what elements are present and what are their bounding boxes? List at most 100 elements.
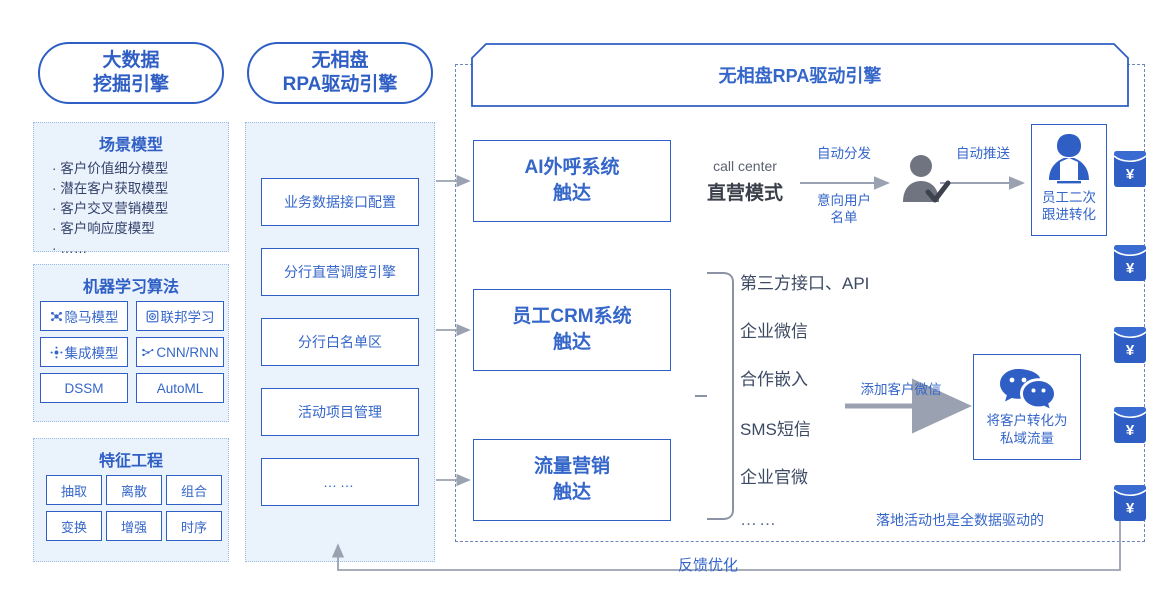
touchpoint-line1: 流量营销 bbox=[533, 456, 610, 477]
chip-label: AutoML bbox=[156, 380, 204, 396]
channel-label: 第三方接口、API bbox=[740, 274, 870, 293]
chip-cnn-rnn[interactable]: CNN/RNN bbox=[136, 337, 224, 367]
rpa-module-data-interface[interactable]: 业务数据接口配置 bbox=[261, 178, 419, 226]
federated-icon bbox=[146, 310, 159, 323]
rpa-banner-title: 无相盘RPA驱动引擎 bbox=[718, 66, 882, 86]
verified-user-icon bbox=[898, 150, 952, 206]
intent-list-line2: 名单 bbox=[830, 210, 858, 225]
rpa-module-branch-scheduler[interactable]: 分行直营调度引擎 bbox=[261, 248, 419, 296]
touchpoint-line2: 触达 bbox=[552, 482, 591, 503]
touchpoint-line2: 触达 bbox=[552, 332, 591, 353]
chip-fe-extract[interactable]: 抽取 bbox=[46, 475, 102, 505]
panel-scene-model-title: 场景模型 bbox=[98, 137, 163, 154]
chip-fe-transform[interactable]: 变换 bbox=[46, 511, 102, 541]
intent-list-line1: 意向用户 bbox=[817, 193, 871, 208]
rpa-module-label: 分行直营调度引擎 bbox=[284, 264, 396, 280]
pill-rpa-line1: 无相盘 bbox=[311, 50, 369, 71]
auto-push-text: 自动推送 bbox=[956, 146, 1010, 161]
list-item: · …… bbox=[52, 241, 88, 256]
svg-text:¥: ¥ bbox=[1126, 422, 1135, 439]
rpa-module-whitelist[interactable]: 分行白名单区 bbox=[261, 318, 419, 366]
wechat-icon bbox=[998, 367, 1056, 410]
feedback-text: 反馈优化 bbox=[677, 557, 738, 574]
svg-text:¥: ¥ bbox=[1126, 260, 1135, 277]
employee-card-line1: 员工二次 bbox=[1042, 190, 1096, 205]
rpa-banner: 无相盘RPA驱动引擎 bbox=[471, 43, 1129, 107]
touchpoint-employee-crm[interactable]: 员工CRM系统 触达 bbox=[473, 289, 671, 371]
chip-hmm[interactable]: 隐马模型 bbox=[40, 301, 128, 331]
channel-item-wecom: 企业微信 bbox=[740, 317, 808, 342]
chip-label: 集成模型 bbox=[64, 346, 119, 361]
chip-label: 抽取 bbox=[60, 483, 87, 499]
svg-text:¥: ¥ bbox=[1126, 500, 1135, 517]
chip-ensemble-model[interactable]: 集成模型 bbox=[40, 337, 128, 367]
chip-fe-discrete[interactable]: 离散 bbox=[106, 475, 162, 505]
add-wechat-text: 添加客户微信 bbox=[860, 382, 942, 397]
red-envelope-3: ¥ bbox=[1113, 326, 1147, 364]
channel-label: 合作嵌入 bbox=[740, 370, 808, 389]
channel-item-official-wechat: 企业官微 bbox=[740, 463, 808, 488]
rpa-module-more[interactable]: …… bbox=[261, 458, 419, 506]
list-item: · 潜在客户获取模型 bbox=[52, 181, 169, 196]
chip-label: 离散 bbox=[120, 483, 147, 499]
list-item: · 客户交叉营销模型 bbox=[52, 201, 169, 216]
employee-icon bbox=[1044, 131, 1094, 188]
channel-label: 企业官微 bbox=[740, 468, 808, 487]
chip-fe-combine[interactable]: 组合 bbox=[166, 475, 222, 505]
chip-label: 增强 bbox=[120, 519, 147, 535]
chip-label: DSSM bbox=[64, 380, 104, 396]
channel-label: SMS短信 bbox=[740, 420, 811, 439]
rpa-module-label: …… bbox=[323, 474, 357, 490]
wechat-card-line2: 私域流量 bbox=[1000, 430, 1054, 446]
chip-label: 变换 bbox=[60, 519, 87, 535]
chip-fe-timeseries[interactable]: 时序 bbox=[166, 511, 222, 541]
list-item: · 客户价值细分模型 bbox=[52, 161, 169, 176]
ensemble-icon bbox=[50, 346, 63, 359]
footer-note: 落地活动也是全数据驱动的 bbox=[876, 510, 1044, 530]
pill-rpa-engine[interactable]: 无相盘 RPA驱动引擎 bbox=[247, 42, 433, 104]
footer-note-text: 落地活动也是全数据驱动的 bbox=[876, 512, 1044, 528]
wechat-card-line1: 将客户转化为 bbox=[986, 412, 1068, 428]
chip-automl[interactable]: AutoML bbox=[136, 373, 224, 403]
neuralnet-icon bbox=[141, 346, 154, 359]
touchpoint-line1: 员工CRM系统 bbox=[512, 306, 632, 327]
label-feedback-optimization: 反馈优化 bbox=[648, 557, 768, 574]
card-employee-followup[interactable]: 员工二次 跟进转化 bbox=[1031, 124, 1107, 236]
chip-label: 组合 bbox=[180, 483, 207, 499]
card-private-traffic[interactable]: 将客户转化为 私域流量 bbox=[973, 354, 1081, 460]
touchpoint-ai-outbound[interactable]: AI外呼系统 触达 bbox=[473, 140, 671, 222]
pill-rpa-line2: RPA驱动引擎 bbox=[282, 74, 398, 95]
red-envelope-2: ¥ bbox=[1113, 244, 1147, 282]
svg-text:¥: ¥ bbox=[1126, 166, 1135, 183]
rpa-module-campaign-management[interactable]: 活动项目管理 bbox=[261, 388, 419, 436]
svg-text:¥: ¥ bbox=[1126, 342, 1135, 359]
call-center-en-text: call center bbox=[713, 158, 777, 174]
touchpoint-line2: 触达 bbox=[552, 183, 591, 204]
call-center-cn-text: 直营模式 bbox=[706, 183, 783, 204]
label-add-customer-wechat: 添加客户微信 bbox=[840, 381, 962, 398]
chip-label: 联邦学习 bbox=[160, 310, 215, 325]
employee-card-line2: 跟进转化 bbox=[1042, 207, 1096, 222]
red-envelope-5: ¥ bbox=[1113, 484, 1147, 522]
pill-bigdata-engine[interactable]: 大数据 挖掘引擎 bbox=[38, 42, 224, 104]
red-envelope-4: ¥ bbox=[1113, 406, 1147, 444]
panel-scene-model: 场景模型 · 客户价值细分模型 · 潜在客户获取模型 · 客户交叉营销模型 · … bbox=[33, 122, 229, 256]
panel-ml-title: 机器学习算法 bbox=[82, 279, 179, 296]
red-envelope-1: ¥ bbox=[1113, 150, 1147, 188]
chip-label: 时序 bbox=[180, 519, 207, 535]
channel-label: 企业微信 bbox=[740, 322, 808, 341]
panel-feature-engineering: 特征工程 抽取 离散 组合 变换 增强 时序 bbox=[33, 438, 229, 562]
touchpoint-traffic-marketing[interactable]: 流量营销 触达 bbox=[473, 439, 671, 521]
pill-bigdata-line2: 挖掘引擎 bbox=[92, 74, 169, 95]
rpa-module-label: 分行白名单区 bbox=[298, 334, 382, 350]
chip-fe-augment[interactable]: 增强 bbox=[106, 511, 162, 541]
pill-bigdata-line1: 大数据 bbox=[102, 50, 160, 71]
label-auto-push: 自动推送 bbox=[938, 145, 1028, 162]
panel-ml-algorithms: 机器学习算法 隐马模型 联邦学习 集成模型 CNN/RNN bbox=[33, 264, 229, 422]
call-center-label-en: call center bbox=[695, 158, 795, 174]
chip-dssm[interactable]: DSSM bbox=[40, 373, 128, 403]
list-item: · 客户响应度模型 bbox=[52, 221, 155, 236]
call-center-label-cn: 直营模式 bbox=[695, 178, 795, 205]
chip-federated-learning[interactable]: 联邦学习 bbox=[136, 301, 224, 331]
